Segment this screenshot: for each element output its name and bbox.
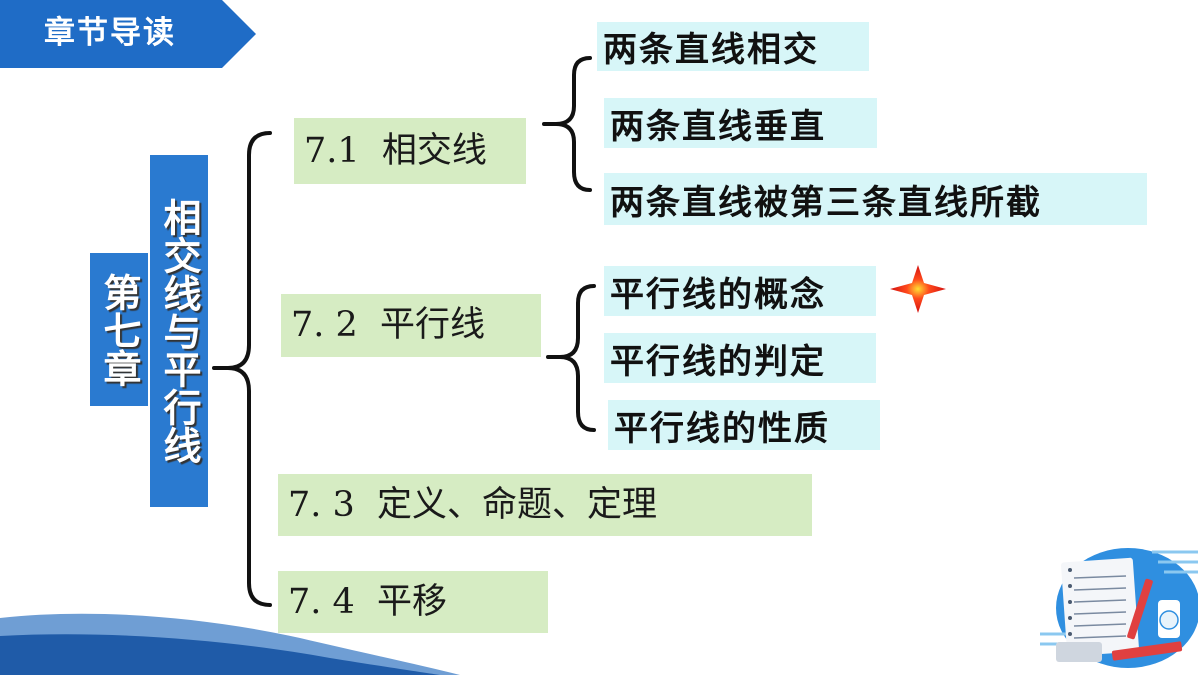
section-7-2: 7. 2 平行线	[281, 294, 541, 357]
subtopic-intersect: 两条直线相交	[597, 22, 869, 71]
chapter-title: 相交线与平行线	[150, 155, 208, 507]
header-title: 章节导读	[44, 15, 176, 51]
red-star-icon	[890, 265, 946, 313]
main-bracket	[227, 131, 272, 607]
subtopic-parallel-concept: 平行线的概念	[604, 266, 876, 316]
subtopic-parallel-properties: 平行线的性质	[608, 400, 880, 450]
bottom-wave-decoration	[0, 613, 460, 675]
subtopic-perpendicular: 两条直线垂直	[604, 98, 877, 148]
math-stationery-illustration	[1040, 548, 1198, 668]
section-7-4: 7. 4 平移	[278, 571, 548, 633]
section-7-1: 7.1 相交线	[294, 118, 526, 184]
chapter-label: 第七章	[90, 253, 148, 406]
section-7-3: 7. 3 定义、命题、定理	[278, 474, 812, 536]
header-tab	[0, 0, 256, 68]
subtopic-parallel-criteria: 平行线的判定	[604, 333, 876, 383]
bracket-7-1	[555, 56, 592, 192]
subtopic-transversal: 两条直线被第三条直线所截	[604, 173, 1147, 225]
bracket-7-2	[559, 284, 596, 432]
